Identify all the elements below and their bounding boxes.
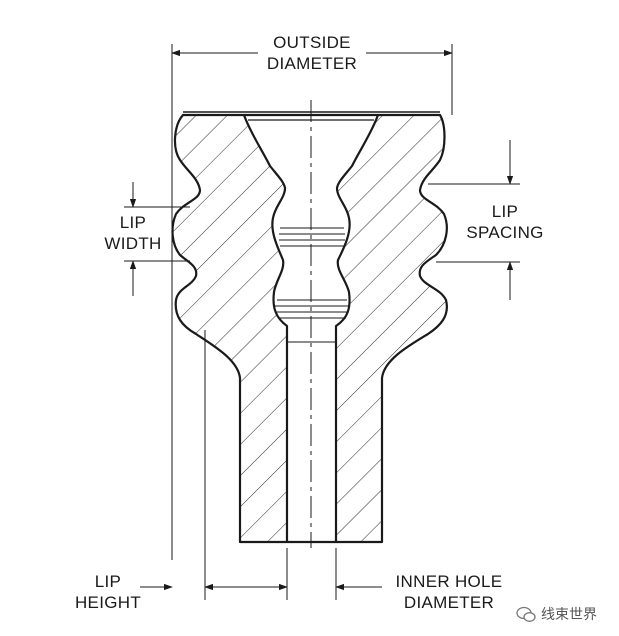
lip-width-label: LIP WIDTH [104, 213, 162, 253]
outside-diameter-label: OUTSIDE DIAMETER [266, 33, 358, 73]
lip-spacing-label: LIP SPACING [466, 202, 544, 242]
chat-bubble-icon [516, 606, 536, 622]
watermark: 线束世界 [516, 604, 597, 624]
seal-body [171, 113, 448, 544]
inner-hole-diameter-label: INNER HOLE DIAMETER [395, 572, 503, 612]
extension-lines [124, 44, 520, 600]
inner-hole-ridges [275, 227, 349, 343]
lip-height-label: LIP HEIGHT [74, 572, 142, 612]
watermark-text: 线束世界 [541, 606, 597, 622]
